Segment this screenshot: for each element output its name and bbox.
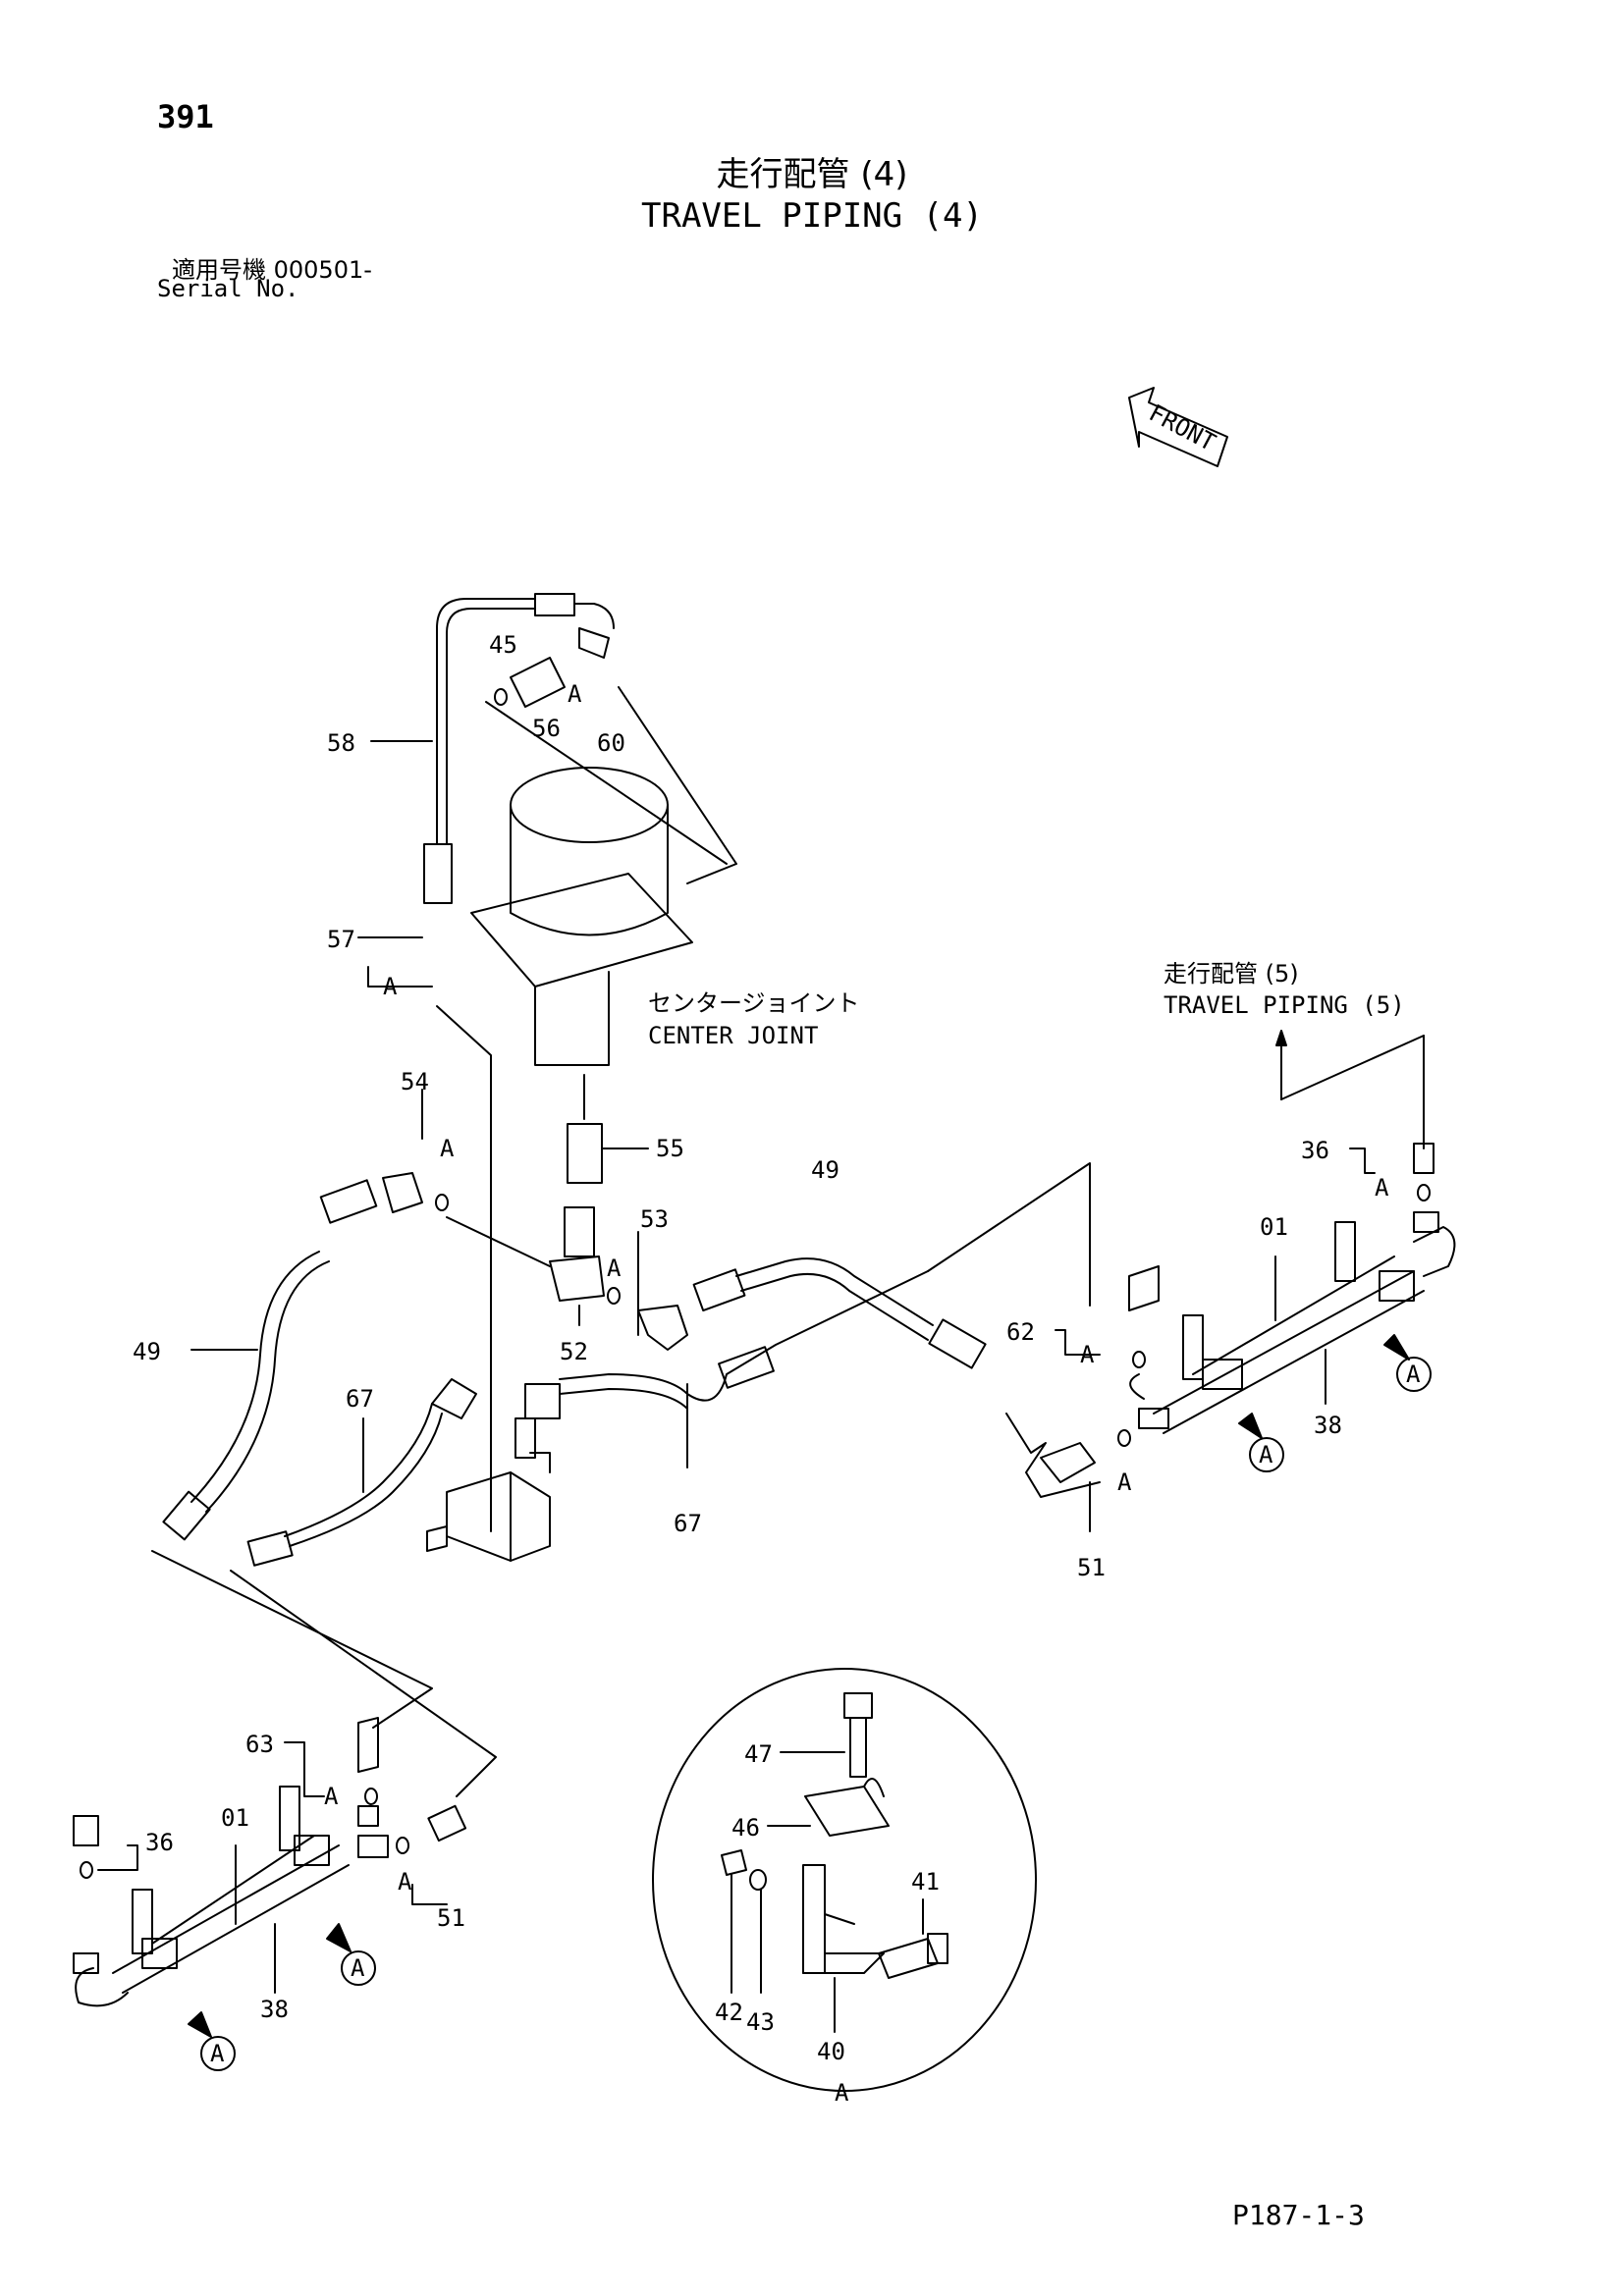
part-label-49-right: 49: [811, 1156, 839, 1184]
manifold-block: [426, 1417, 551, 1562]
tee-fitting-52: [549, 1206, 688, 1351]
part-label-47: 47: [744, 1740, 773, 1768]
circled-a-label: A: [351, 1954, 365, 1982]
center-joint-label-jp: センタージョイント: [648, 989, 860, 1017]
a-mark: A: [1375, 1174, 1389, 1201]
part-label-46: 46: [731, 1814, 760, 1842]
travel-piping5-label-en: TRAVEL PIPING (5): [1164, 991, 1405, 1019]
a-mark: A: [607, 1255, 622, 1282]
part-label-54: 54: [401, 1068, 429, 1095]
part-label-57: 57: [327, 926, 355, 953]
fitting-56: [494, 657, 566, 708]
part-label-60: 60: [597, 729, 625, 757]
a-mark: A: [440, 1135, 455, 1162]
a-mark: A: [1080, 1341, 1095, 1368]
serial-label-jp: 適用号機 000501-: [172, 256, 372, 284]
page-title-en: TRAVEL PIPING (4): [641, 196, 983, 236]
front-label: FRONT: [1145, 399, 1220, 456]
front-arrow-icon: [1128, 387, 1228, 467]
label-leaders: [97, 740, 1376, 2033]
a-mark: A: [383, 973, 398, 1000]
a-mark: A: [1117, 1468, 1132, 1496]
a-mark: A: [568, 680, 582, 708]
part-label-52: 52: [560, 1338, 588, 1365]
travel-piping5-label-jp: 走行配管 (5): [1164, 960, 1299, 988]
part-label-62: 62: [1006, 1318, 1035, 1346]
hose-49-left: [162, 1172, 449, 1541]
part-label-63: 63: [245, 1731, 274, 1758]
part-label-45: 45: [489, 631, 517, 659]
serial-label-en: Serial No.: [157, 275, 299, 302]
circled-a-label: A: [210, 2040, 225, 2067]
part-label-38-right: 38: [1314, 1412, 1342, 1439]
center-joint: [470, 686, 737, 1066]
part-label-42: 42: [715, 1999, 743, 2026]
part-label-41: 41: [911, 1868, 940, 1896]
part-label-55: 55: [656, 1135, 684, 1162]
part-label-40: 40: [817, 2038, 845, 2065]
fitting-55: [567, 1074, 649, 1184]
page-number: 391: [157, 98, 214, 135]
part-label-51-right: 51: [1077, 1554, 1106, 1581]
part-label-36-right: 36: [1301, 1137, 1329, 1164]
part-label-36-left: 36: [145, 1829, 174, 1856]
a-mark: A: [398, 1868, 412, 1896]
a-mark: A: [324, 1783, 339, 1810]
circled-a-markers: [188, 1334, 1432, 2071]
circled-a-label: A: [1406, 1361, 1421, 1388]
circled-a-label: A: [1259, 1441, 1273, 1468]
center-joint-label-en: CENTER JOINT: [648, 1022, 818, 1049]
detail-a-label: A: [835, 2079, 849, 2107]
part-label-01-left: 01: [221, 1804, 249, 1832]
page-code: P187-1-3: [1232, 2199, 1365, 2231]
hose-49-right: [692, 1257, 1131, 1498]
part-label-56: 56: [532, 715, 561, 742]
part-label-38-left: 38: [260, 1996, 289, 2023]
bracket-assembly-left: [73, 1717, 467, 2007]
bracket-assembly-right: [1128, 1143, 1456, 1434]
part-label-43: 43: [746, 2008, 775, 2036]
part-label-67-right: 67: [674, 1510, 702, 1537]
hose-58: [423, 593, 615, 904]
part-label-01-right: 01: [1260, 1213, 1288, 1241]
hose-67-left: [246, 1378, 477, 1567]
part-label-49-left: 49: [133, 1338, 161, 1365]
up-arrow-icon: [1275, 1030, 1287, 1100]
part-label-53: 53: [640, 1205, 669, 1233]
detail-a-circle: [652, 1668, 1037, 2092]
page-title-jp: 走行配管 (4): [716, 155, 908, 194]
leader-lines: [151, 1005, 1425, 1797]
part-label-51-left: 51: [437, 1904, 465, 1932]
part-label-67-left: 67: [346, 1385, 374, 1413]
part-label-58: 58: [327, 729, 355, 757]
